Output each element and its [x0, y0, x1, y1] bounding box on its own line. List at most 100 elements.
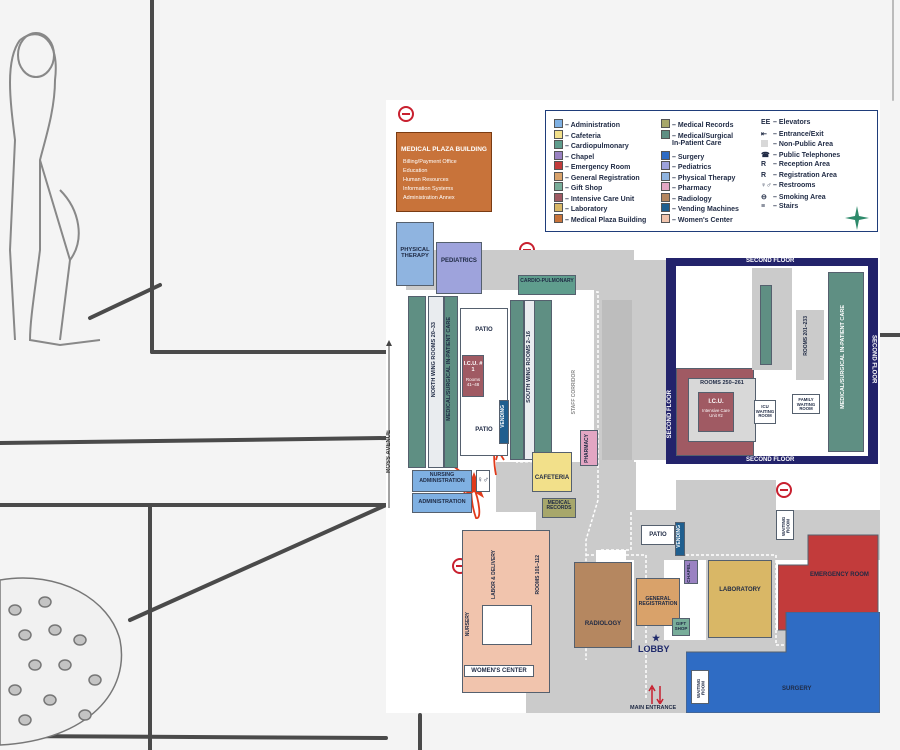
- entrance-arrow-icon: [648, 684, 664, 704]
- medical-records-label: MEDICAL RECORDS: [546, 500, 572, 512]
- physical-therapy-label: PHYSICAL THERAPY: [400, 247, 430, 260]
- second-floor-rooms-201[interactable]: ROOMS 201–233: [796, 310, 824, 380]
- sketch-bottom-line: [0, 734, 388, 740]
- legend-item: R– Reception Area: [761, 161, 830, 168]
- family-waiting-label: FAMILY WAITING ROOM: [796, 397, 816, 411]
- legend-swatch: [554, 192, 563, 202]
- surgery[interactable]: [686, 612, 880, 713]
- medical-plaza-item: Billing/Payment Office: [403, 159, 457, 165]
- legend-swatch: [554, 203, 563, 212]
- legend-swatch: [661, 171, 670, 181]
- icu-1-rooms-label: Rooms 41–48: [465, 377, 481, 387]
- compass-icon: [845, 206, 869, 230]
- nursing-administration[interactable]: NURSING ADMINISTRATION: [412, 470, 472, 492]
- administration-label: ADMINISTRATION: [418, 499, 466, 505]
- medical-records[interactable]: MEDICAL RECORDS: [542, 498, 576, 518]
- north-wing-outer[interactable]: [408, 296, 426, 468]
- waiting-room-label: WAITING ROOM: [781, 516, 791, 536]
- gift-shop-label: GIFT SHOP: [674, 621, 688, 631]
- lobby-label: LOBBY: [638, 644, 670, 654]
- radiology[interactable]: RADIOLOGY: [574, 562, 632, 648]
- legend-label: – Radiology: [672, 195, 712, 203]
- legend-item: – Emergency Room: [554, 161, 630, 171]
- physical-therapy[interactable]: PHYSICAL THERAPY: [396, 222, 434, 286]
- legend-swatch: [554, 150, 563, 160]
- rooms-201-label: ROOMS 201–233: [803, 316, 809, 356]
- cardiopulmonary-label: CARDIO-PULMONARY: [520, 278, 574, 284]
- ross-avenue-line: [386, 340, 392, 508]
- waiting-room-2: WAITING ROOM: [691, 670, 709, 704]
- womens-center-sign: WOMEN'S CENTER: [464, 665, 534, 677]
- medsurg-north-label: MEDICAL/SURGICAL IN-PATIENT CARE: [446, 317, 452, 421]
- general-registration[interactable]: GENERAL REGISTRATION: [636, 578, 680, 626]
- nursery-label: NURSERY: [465, 612, 471, 637]
- sketch-blob: [0, 577, 123, 746]
- legend-item: In-Patient Care: [661, 140, 721, 147]
- legend-symbol-icon: EE: [761, 119, 771, 126]
- legend-label: – Medical/Surgical: [672, 132, 734, 140]
- legend-swatch: [661, 192, 670, 202]
- legend-label: – Administration: [565, 122, 620, 129]
- second-floor-rooms[interactable]: [752, 268, 792, 370]
- medsurg-north[interactable]: MEDICAL/SURGICAL IN-PATIENT CARE: [444, 296, 458, 468]
- icu-1-label: I.C.U. # 1: [463, 361, 483, 373]
- legend-item: – Pharmacy: [661, 182, 711, 192]
- south-wing-outer[interactable]: [510, 300, 524, 460]
- laboratory[interactable]: LABORATORY: [708, 560, 772, 638]
- legend-item: – Cafeteria: [554, 129, 601, 140]
- legend-item: – Physical Therapy: [661, 171, 736, 182]
- pediatrics[interactable]: PEDIATRICS: [436, 242, 482, 294]
- second-floor-medsurg[interactable]: MEDICAL/SURGICAL IN-PATIENT CARE: [828, 272, 864, 452]
- vending-label: VENDING: [500, 405, 506, 428]
- cardiopulmonary[interactable]: CARDIO-PULMONARY: [518, 275, 576, 295]
- legend-label: – Intensive Care Unit: [565, 195, 635, 203]
- pharmacy-label: PHARMACY: [584, 434, 590, 463]
- no-smoking-icon: [398, 106, 414, 122]
- vending-2[interactable]: VENDING: [675, 522, 685, 556]
- legend-swatch: [661, 129, 670, 139]
- legend-label: – Physical Therapy: [672, 174, 736, 182]
- legend-swatch: [661, 182, 670, 191]
- legend-label: – Chapel: [565, 153, 595, 161]
- medsurg-south[interactable]: [534, 300, 552, 460]
- legend-label: – Cafeteria: [565, 132, 601, 140]
- main-entrance-label[interactable]: MAIN ENTRANCE: [630, 705, 677, 711]
- pharmacy[interactable]: PHARMACY: [580, 430, 598, 466]
- legend-label: – Reception Area: [773, 161, 830, 168]
- sketch-stick-line: [88, 283, 162, 320]
- medical-plaza-building[interactable]: MEDICAL PLAZA BUILDING Billing/Payment O…: [396, 132, 492, 212]
- star-icon: ★: [652, 633, 661, 643]
- patio-label: PATIO: [649, 532, 667, 538]
- icu-2[interactable]: I.C.U. Intensive Care Unit #2: [698, 392, 734, 432]
- icu-1[interactable]: I.C.U. # 1 Rooms 41–48: [462, 355, 484, 397]
- gift-shop[interactable]: GIFT SHOP: [672, 618, 690, 636]
- medical-plaza-list: Billing/Payment Office Education Human R…: [403, 158, 457, 203]
- legend-symbol-icon: [761, 140, 768, 147]
- cafeteria[interactable]: CAFETERIA: [532, 452, 572, 492]
- legend-swatch: [554, 213, 563, 223]
- administration[interactable]: ADMINISTRATION: [412, 493, 472, 513]
- legend-swatch: [554, 171, 563, 181]
- second-floor-label: SECOND FLOOR: [870, 335, 877, 384]
- patio-area: PATIO: [641, 525, 675, 545]
- vending-1[interactable]: VENDING: [499, 400, 509, 444]
- legend-item: ♀♂– Restrooms: [761, 182, 815, 189]
- sketch-figure: [8, 32, 101, 347]
- second-floor-medsurg-strip[interactable]: [760, 285, 772, 365]
- chapel[interactable]: CHAPEL: [684, 560, 698, 584]
- legend-item: – Chapel: [554, 150, 595, 161]
- legend-symbol-icon: ≡: [761, 203, 766, 210]
- second-floor-label: SECOND FLOOR: [667, 390, 673, 439]
- emergency-room[interactable]: [778, 525, 880, 635]
- restroom-icon: ♀♂: [476, 470, 490, 492]
- legend-item: – Laboratory: [554, 203, 607, 213]
- laboratory-label: LABORATORY: [719, 587, 761, 593]
- legend-label: – Elevators: [773, 119, 811, 126]
- legend-label: – Public Telephones: [773, 151, 841, 159]
- legend-item: – Medical Plaza Building: [554, 213, 646, 224]
- north-wing-rooms[interactable]: NORTH WING ROOMS 20–33: [428, 296, 444, 468]
- medical-plaza-item: Administration Annex: [403, 195, 455, 201]
- second-floor-medsurg-label: MEDICAL/SURGICAL IN-PATIENT CARE: [840, 305, 846, 409]
- legend-label: – Stairs: [773, 203, 799, 210]
- legend-item: – Intensive Care Unit: [554, 192, 635, 203]
